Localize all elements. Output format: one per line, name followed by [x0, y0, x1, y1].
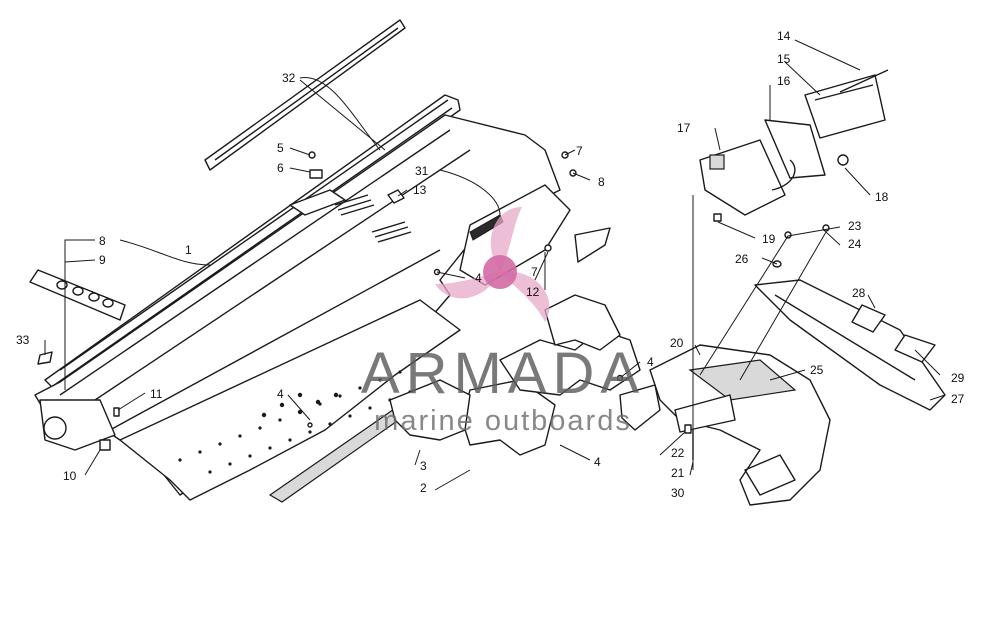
callout-5: 5	[277, 141, 284, 155]
callout-24: 24	[848, 237, 862, 251]
callout-7-b: 7	[531, 265, 538, 279]
part-trim-strip	[204, 19, 406, 171]
callout-7-a: 7	[576, 144, 583, 158]
callout-33: 33	[16, 333, 30, 347]
callout-3: 3	[420, 459, 427, 473]
callout-2: 2	[420, 481, 427, 495]
callout-23: 23	[848, 219, 862, 233]
callout-28: 28	[852, 286, 866, 300]
part-side-panel	[119, 299, 461, 503]
callout-16: 16	[777, 74, 791, 88]
callout-6: 6	[277, 161, 284, 175]
callout-18: 18	[875, 190, 889, 204]
callout-13: 13	[413, 183, 427, 197]
callout-29: 29	[951, 371, 965, 385]
leader-lines	[44, 39, 946, 491]
callout-10: 10	[63, 469, 77, 483]
logo-petal	[500, 271, 550, 322]
callout-20: 20	[670, 336, 684, 350]
part-heat-shields	[389, 294, 641, 456]
watermark-brand: ARMADA	[361, 341, 645, 406]
callout-26: 26	[735, 252, 749, 266]
callout-4-a: 4	[277, 387, 284, 401]
callout-32: 32	[282, 71, 296, 85]
watermark-tagline: marine outboards	[374, 405, 632, 437]
callout-9: 9	[99, 253, 106, 267]
callout-31: 31	[415, 164, 429, 178]
part-snow-flap	[754, 279, 946, 411]
armada-logo	[435, 207, 550, 322]
callout-4-c: 4	[647, 355, 654, 369]
callout-8-b: 8	[99, 234, 106, 248]
callout-labels: 1 2 3 4 4 4 4 5 6 7 7 8 8 9 10 11 12 13 …	[16, 29, 965, 500]
part-tail-light	[699, 69, 889, 222]
callout-27: 27	[951, 392, 965, 406]
callout-30: 30	[671, 486, 685, 500]
callout-21: 21	[671, 466, 685, 480]
logo-center	[483, 255, 517, 289]
callout-1: 1	[185, 243, 192, 257]
part-rear-bumper	[619, 344, 831, 506]
logo-petal	[435, 272, 500, 299]
callout-4-b: 4	[475, 271, 482, 285]
callout-25: 25	[810, 363, 824, 377]
callout-15: 15	[777, 52, 791, 66]
callout-14: 14	[777, 29, 791, 43]
callout-8-a: 8	[598, 175, 605, 189]
callout-19: 19	[762, 232, 776, 246]
part-bracket-plate	[459, 184, 611, 286]
callout-12: 12	[526, 285, 540, 299]
part-vented-plate	[29, 269, 126, 321]
callout-17: 17	[677, 121, 691, 135]
callout-4-d: 4	[594, 455, 601, 469]
callout-11: 11	[150, 387, 163, 401]
callout-22: 22	[671, 446, 685, 460]
